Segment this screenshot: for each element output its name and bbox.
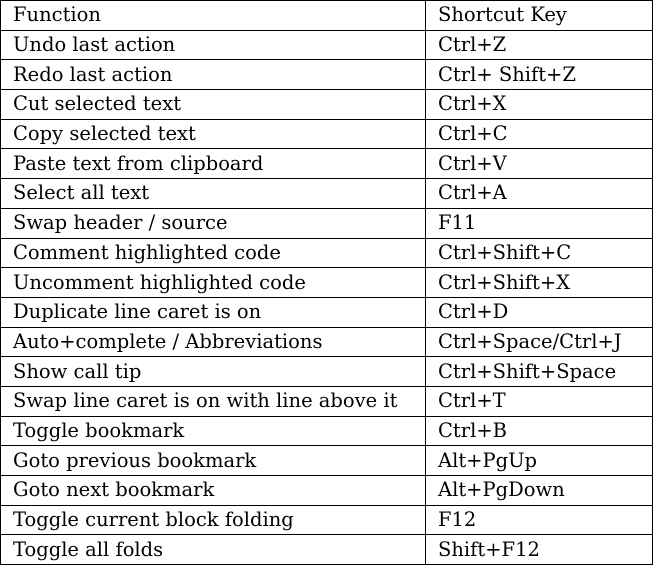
- shortcut-cell: Ctrl+Space/Ctrl+J: [425, 326, 653, 358]
- shortcut-cell: Ctrl+X: [425, 89, 653, 120]
- shortcut-cell: Ctrl+V: [425, 148, 653, 180]
- shortcut-cell: Ctrl+A: [425, 178, 653, 209]
- shortcut-cell: Shift+F12: [425, 534, 653, 565]
- shortcut-cell: F11: [425, 207, 653, 239]
- function-cell: Toggle all folds: [0, 534, 426, 565]
- table-row: Show call tip Ctrl+Shift+Space: [0, 356, 653, 387]
- table-row: Undo last action Ctrl+Z: [0, 29, 653, 61]
- table-row: Duplicate line caret is on Ctrl+D: [0, 296, 653, 328]
- shortcut-cell: F12: [425, 504, 653, 536]
- table-header-row: Function Shortcut Key: [0, 0, 653, 31]
- function-cell: Goto next bookmark: [0, 475, 426, 506]
- table-row: Comment highlighted code Ctrl+Shift+C: [0, 237, 653, 269]
- table-row: Toggle all folds Shift+F12: [0, 534, 653, 565]
- shortcut-cell: Ctrl+B: [425, 415, 653, 447]
- function-cell: Comment highlighted code: [0, 237, 426, 269]
- function-cell: Paste text from clipboard: [0, 148, 426, 180]
- shortcut-cell: Ctrl+T: [425, 385, 653, 417]
- shortcut-cell: Ctrl+Z: [425, 29, 653, 61]
- table-row: Swap header / source F11: [0, 207, 653, 239]
- table-row: Swap line caret is on with line above it…: [0, 385, 653, 417]
- function-cell: Toggle bookmark: [0, 415, 426, 447]
- function-cell: Redo last action: [0, 59, 426, 91]
- shortcut-cell: Ctrl+Shift+X: [425, 267, 653, 298]
- function-cell: Undo last action: [0, 29, 426, 61]
- shortcut-cell: Alt+PgDown: [425, 475, 653, 506]
- function-cell: Select all text: [0, 178, 426, 209]
- shortcut-cell: Alt+PgUp: [425, 445, 653, 476]
- table-row: Paste text from clipboard Ctrl+V: [0, 148, 653, 180]
- shortcut-cell: Ctrl+ Shift+Z: [425, 59, 653, 91]
- function-cell: Show call tip: [0, 356, 426, 387]
- function-cell: Copy selected text: [0, 118, 426, 150]
- table-row: Uncomment highlighted code Ctrl+Shift+X: [0, 267, 653, 298]
- function-cell: Swap header / source: [0, 207, 426, 239]
- function-cell: Cut selected text: [0, 89, 426, 120]
- shortcut-cell: Ctrl+Shift+C: [425, 237, 653, 269]
- function-cell: Duplicate line caret is on: [0, 296, 426, 328]
- function-cell: Swap line caret is on with line above it: [0, 385, 426, 417]
- table-row: Select all text Ctrl+A: [0, 178, 653, 209]
- function-cell: Uncomment highlighted code: [0, 267, 426, 298]
- function-cell: Goto previous bookmark: [0, 445, 426, 476]
- table-row: Toggle bookmark Ctrl+B: [0, 415, 653, 447]
- table-row: Copy selected text Ctrl+C: [0, 118, 653, 150]
- shortcut-cell: Ctrl+D: [425, 296, 653, 328]
- table-row: Redo last action Ctrl+ Shift+Z: [0, 59, 653, 91]
- table-row: Cut selected text Ctrl+X: [0, 89, 653, 120]
- function-cell: Auto+complete / Abbreviations: [0, 326, 426, 358]
- table-row: Toggle current block folding F12: [0, 504, 653, 536]
- function-cell: Toggle current block folding: [0, 504, 426, 536]
- table-row: Auto+complete / Abbreviations Ctrl+Space…: [0, 326, 653, 358]
- shortcut-cell: Ctrl+C: [425, 118, 653, 150]
- table-row: Goto next bookmark Alt+PgDown: [0, 475, 653, 506]
- shortcut-cell: Ctrl+Shift+Space: [425, 356, 653, 387]
- header-function: Function: [0, 0, 426, 31]
- table-row: Goto previous bookmark Alt+PgUp: [0, 445, 653, 476]
- header-shortcut-key: Shortcut Key: [425, 0, 653, 31]
